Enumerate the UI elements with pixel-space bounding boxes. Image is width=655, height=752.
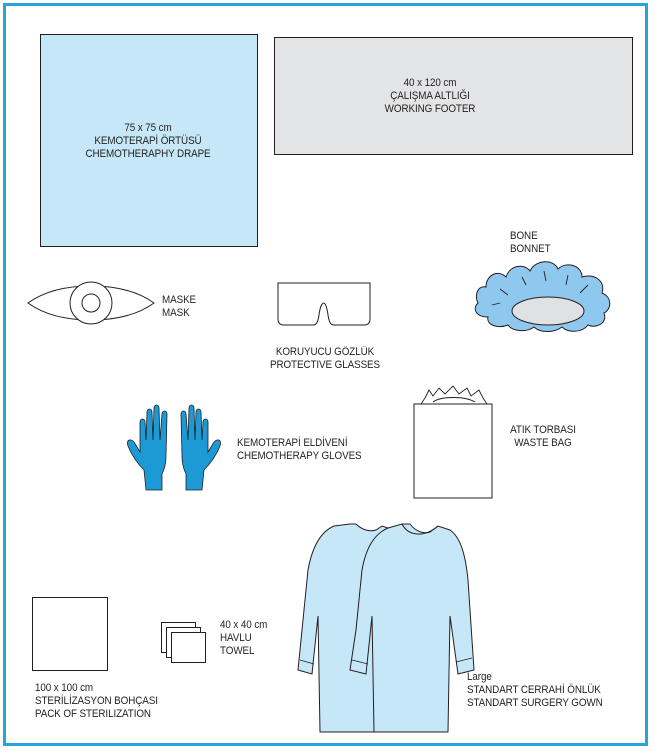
footer-name-en: WORKING FOOTER <box>377 103 483 116</box>
footer-name-tr: ÇALIŞMA ALTLIĞI <box>377 90 483 103</box>
drape-size: 75 x 75 cm <box>79 122 216 135</box>
towel-name-en: TOWEL <box>220 645 267 658</box>
gloves-name-en: CHEMOTHERAPY GLOVES <box>237 450 362 463</box>
sterilization-pack-icon <box>32 597 108 671</box>
sterilization-pack-name-tr: STERİLİZASYON BOHÇASI <box>35 695 158 708</box>
sterilization-pack-size: 100 x 100 cm <box>35 682 158 695</box>
sterilization-pack-label: 100 x 100 cm STERİLİZASYON BOHÇASI PACK … <box>35 682 158 721</box>
mask-label: MASKE MASK <box>162 294 196 320</box>
glasses-name-en: PROTECTIVE GLASSES <box>263 359 386 372</box>
gown-size: Large <box>467 671 603 684</box>
gown-name-tr: STANDART CERRAHİ ÖNLÜK <box>467 684 603 697</box>
towel-icon <box>161 622 207 664</box>
bonnet-icon <box>470 255 620 335</box>
gown-label: Large STANDART CERRAHİ ÖNLÜK STANDART SU… <box>467 671 603 710</box>
gown-icon <box>298 520 474 734</box>
bonnet-label: BONE BONNET <box>510 230 551 256</box>
glasses-name-tr: KORUYUCU GÖZLÜK <box>263 346 386 359</box>
mask-icon <box>26 278 156 328</box>
drape-name-en: CHEMOTHERAPHY DRAPE <box>79 148 216 161</box>
drape-name-tr: KEMOTERAPİ ÖRTÜSÜ <box>79 135 216 148</box>
towel-label: 40 x 40 cm HAVLU TOWEL <box>220 619 267 658</box>
bonnet-name-tr: BONE <box>510 230 551 243</box>
gloves-name-tr: KEMOTERAPİ ELDİVENİ <box>237 437 362 450</box>
drape-label: 75 x 75 cm KEMOTERAPİ ÖRTÜSÜ CHEMOTHERAP… <box>79 122 216 161</box>
waste-bag-label: ATIK TORBASI WASTE BAG <box>503 424 582 450</box>
towel-name-tr: HAVLU <box>220 632 267 645</box>
towel-size: 40 x 40 cm <box>220 619 267 632</box>
gloves-icon <box>124 400 224 492</box>
sterilization-pack-name-en: PACK OF STERILIZATION <box>35 708 158 721</box>
mask-name-en: MASK <box>162 307 196 320</box>
gloves-label: KEMOTERAPİ ELDİVENİ CHEMOTHERAPY GLOVES <box>237 437 362 463</box>
gown-name-en: STANDART SURGERY GOWN <box>467 697 603 710</box>
waste-bag-icon <box>413 382 495 500</box>
mask-name-tr: MASKE <box>162 294 196 307</box>
footer-size: 40 x 120 cm <box>377 77 483 90</box>
glasses-icon <box>276 281 372 327</box>
footer-label: 40 x 120 cm ÇALIŞMA ALTLIĞI WORKING FOOT… <box>377 77 483 116</box>
glasses-label: KORUYUCU GÖZLÜK PROTECTIVE GLASSES <box>263 346 386 372</box>
waste-bag-name-tr: ATIK TORBASI <box>503 424 582 437</box>
waste-bag-name-en: WASTE BAG <box>503 437 582 450</box>
